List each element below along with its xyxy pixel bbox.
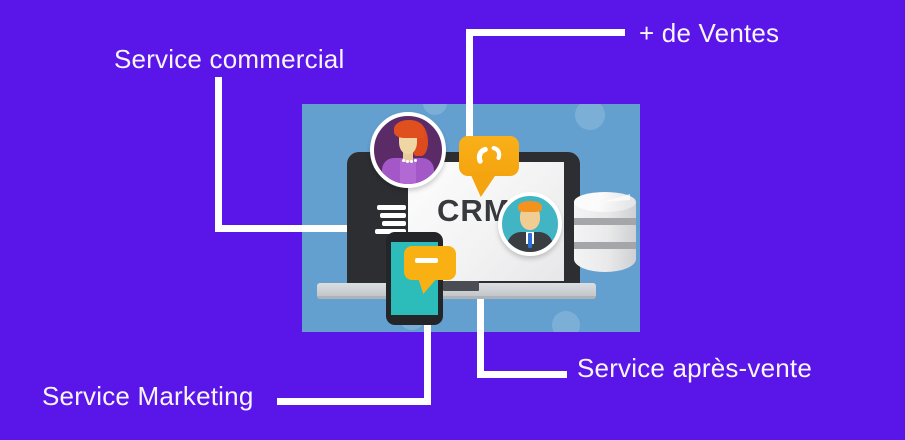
menu-lines-icon — [375, 229, 406, 234]
menu-lines-icon — [382, 221, 406, 226]
label-service-apres-vente: Service après-vente — [577, 353, 813, 383]
menu-lines-icon — [377, 205, 406, 210]
connector-service-commercial-vertical — [215, 77, 222, 232]
connector-apres-vente-vertical — [477, 290, 484, 378]
label-plus-de-ventes: + de Ventes — [639, 18, 780, 48]
crm-screen-title: CRM — [437, 193, 511, 228]
connector-service-commercial-horizontal — [215, 225, 352, 232]
laptop-base-shadow — [443, 281, 479, 291]
message-dash — [415, 258, 438, 263]
handsets-glyph — [476, 145, 502, 164]
menu-lines-icon — [380, 213, 406, 218]
connector-ventes-vertical — [466, 29, 473, 141]
label-service-marketing: Service Marketing — [42, 381, 254, 411]
woman-avatar-icon — [370, 112, 446, 188]
label-service-commercial: Service commercial — [114, 44, 345, 74]
bubble-decoration — [575, 104, 605, 130]
bubble-decoration — [552, 311, 580, 332]
connector-marketing-vertical — [424, 318, 431, 405]
phone-call-bubble-icon — [459, 136, 519, 176]
businessman-avatar-icon — [498, 192, 562, 256]
database-icon — [574, 192, 636, 274]
connector-ventes-horizontal — [466, 29, 625, 36]
bubble-decoration — [423, 104, 447, 115]
connector-apres-vente-horizontal — [477, 371, 567, 378]
connector-marketing-horizontal — [277, 398, 431, 405]
message-bubble-icon — [404, 246, 456, 280]
